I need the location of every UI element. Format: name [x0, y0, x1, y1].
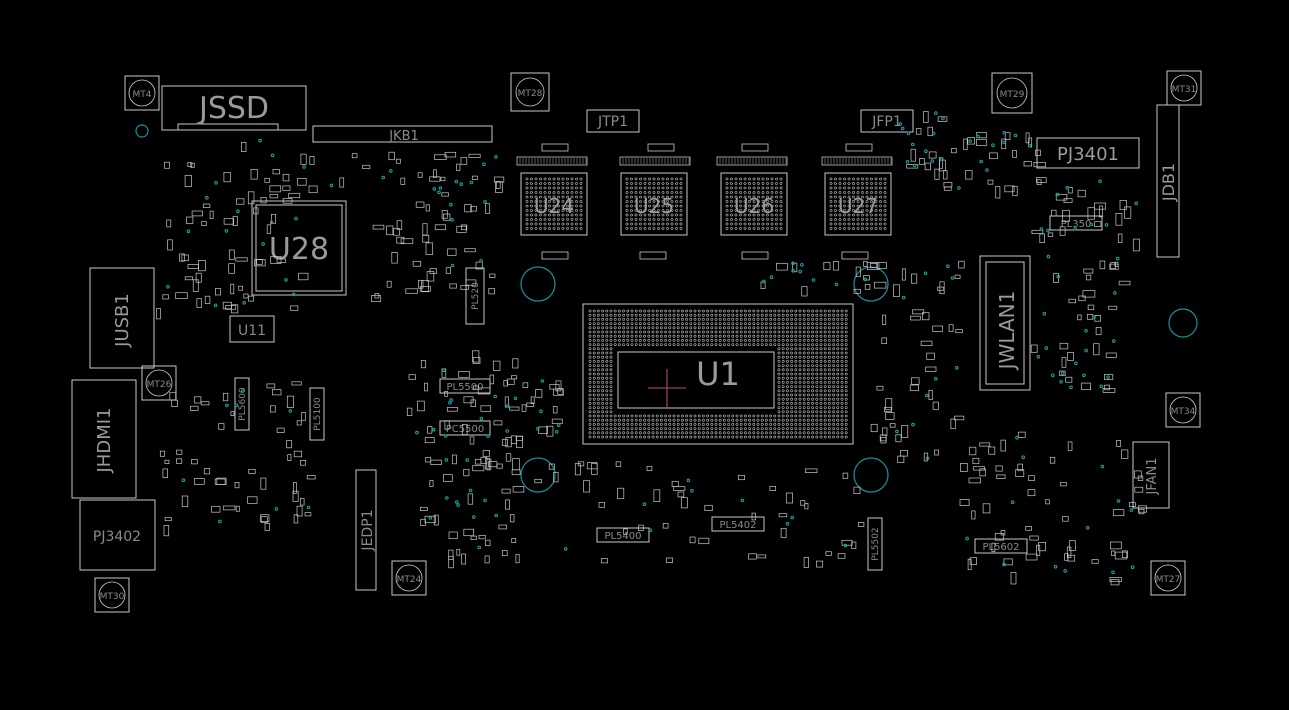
pl5600-label: PL5600 — [238, 387, 248, 421]
mount-hole-mt4[interactable]: MT4 — [124, 75, 160, 111]
component-u27[interactable]: U27 — [824, 172, 892, 236]
connector-jedp1[interactable]: JEDP1 — [355, 469, 377, 591]
jkb1-label: JKB1 — [388, 129, 419, 144]
jfan1-label: JFAN1 — [1145, 457, 1160, 495]
mt24-label: MT24 — [397, 575, 422, 585]
component-pl5100[interactable]: PL5100 — [309, 387, 325, 441]
component-u26[interactable]: U26 — [720, 172, 788, 236]
mount-hole-mt24[interactable]: MT24 — [391, 560, 427, 596]
pl5100-label: PL5100 — [313, 397, 323, 431]
connector-jhdmi1[interactable]: JHDMI1 — [71, 379, 137, 499]
mt28-label: MT28 — [518, 89, 543, 99]
u24-label: U24 — [534, 194, 574, 218]
mount-hole-mt31[interactable]: MT31 — [1166, 70, 1202, 106]
component-u24[interactable]: U24 — [520, 172, 588, 236]
connector-jtp1[interactable]: JTP1 — [586, 109, 640, 133]
pc5500-label: PC5500 — [446, 424, 484, 435]
connector-pj3402[interactable]: PJ3402 — [79, 499, 156, 571]
component-u11[interactable]: U11 — [229, 315, 275, 343]
connector-pj3401[interactable]: PJ3401 — [1036, 137, 1140, 169]
connector-jfp1[interactable]: JFP1 — [860, 109, 914, 133]
component-u28[interactable]: U28 — [251, 200, 347, 296]
mount-hole-mt27[interactable]: MT27 — [1150, 560, 1186, 596]
jtp1-label: JTP1 — [597, 114, 628, 130]
component-pc5500[interactable]: PC5500 — [439, 420, 491, 436]
jwlan1-label: JWLAN1 — [995, 291, 1019, 372]
u1-label: U1 — [696, 355, 740, 393]
memory-pad-rows — [516, 143, 893, 260]
pl5400-label: PL5400 — [604, 531, 641, 542]
standoff-holes — [135, 124, 1198, 493]
mount-hole-mt26[interactable]: MT26 — [141, 365, 177, 401]
component-pl5600[interactable]: PL5600 — [234, 377, 250, 431]
mt29-label: MT29 — [1000, 90, 1025, 100]
mount-hole-mt29[interactable]: MT29 — [991, 72, 1033, 114]
connector-jfan1[interactable]: JFAN1 — [1132, 441, 1170, 509]
u27-label: U27 — [838, 194, 878, 218]
component-pl5201[interactable]: PL520 — [465, 267, 485, 325]
u28-label: U28 — [269, 232, 329, 267]
mt27-label: MT27 — [1156, 575, 1181, 585]
component-u25[interactable]: U25 — [620, 172, 688, 236]
mt31-label: MT31 — [1172, 85, 1197, 95]
mt30-label: MT30 — [100, 592, 125, 602]
pl5602-label: PL5602 — [982, 542, 1019, 553]
connector-jkb1[interactable]: JKB1 — [312, 125, 493, 144]
mt34-label: MT34 — [1171, 407, 1196, 417]
jfp1-label: JFP1 — [871, 114, 902, 130]
u26-label: U26 — [734, 194, 774, 218]
pl5502-label: PL5502 — [871, 527, 881, 560]
component-pl5502[interactable]: PL5502 — [867, 517, 883, 571]
jusb1-label: JUSB1 — [112, 293, 133, 348]
jhdmi1-label: JHDMI1 — [94, 408, 115, 474]
via-field — [166, 111, 1138, 575]
mt26-label: MT26 — [147, 380, 172, 390]
component-pl5400[interactable]: PL5400 — [596, 527, 650, 543]
connector-jdb1[interactable]: JDB1 — [1156, 104, 1180, 258]
pj3402-label: PJ3402 — [93, 529, 141, 545]
mount-hole-mt28[interactable]: MT28 — [510, 72, 550, 112]
u25-label: U25 — [634, 194, 674, 218]
pj3401-label: PJ3401 — [1057, 144, 1119, 165]
jssd-label: JSSD — [197, 91, 269, 126]
mt4-label: MT4 — [133, 90, 152, 100]
jedp1-label: JEDP1 — [360, 509, 376, 551]
u11-label: U11 — [238, 323, 266, 339]
pl3501-label: PL350 — [1061, 219, 1092, 230]
pl5402-label: PL5402 — [719, 520, 756, 531]
mount-hole-mt30[interactable]: MT30 — [94, 577, 130, 613]
bga-balls — [525, 177, 887, 439]
small-components — [156, 111, 1147, 586]
mount-hole-mt34[interactable]: MT34 — [1165, 392, 1201, 428]
connector-jusb1[interactable]: JUSB1 — [89, 267, 155, 369]
component-pl5402[interactable]: PL5402 — [711, 516, 765, 532]
connector-jssd[interactable]: JSSD — [161, 85, 307, 131]
pl5201-label: PL520 — [471, 282, 481, 310]
component-u1[interactable]: U1 — [582, 303, 854, 445]
component-pl5500[interactable]: PL5500 — [439, 378, 491, 394]
pl5500-label: PL5500 — [446, 382, 483, 393]
component-pl5602[interactable]: PL5602 — [974, 538, 1028, 554]
connector-jwlan1[interactable]: JWLAN1 — [979, 255, 1031, 391]
jdb1-label: JDB1 — [1159, 163, 1178, 202]
